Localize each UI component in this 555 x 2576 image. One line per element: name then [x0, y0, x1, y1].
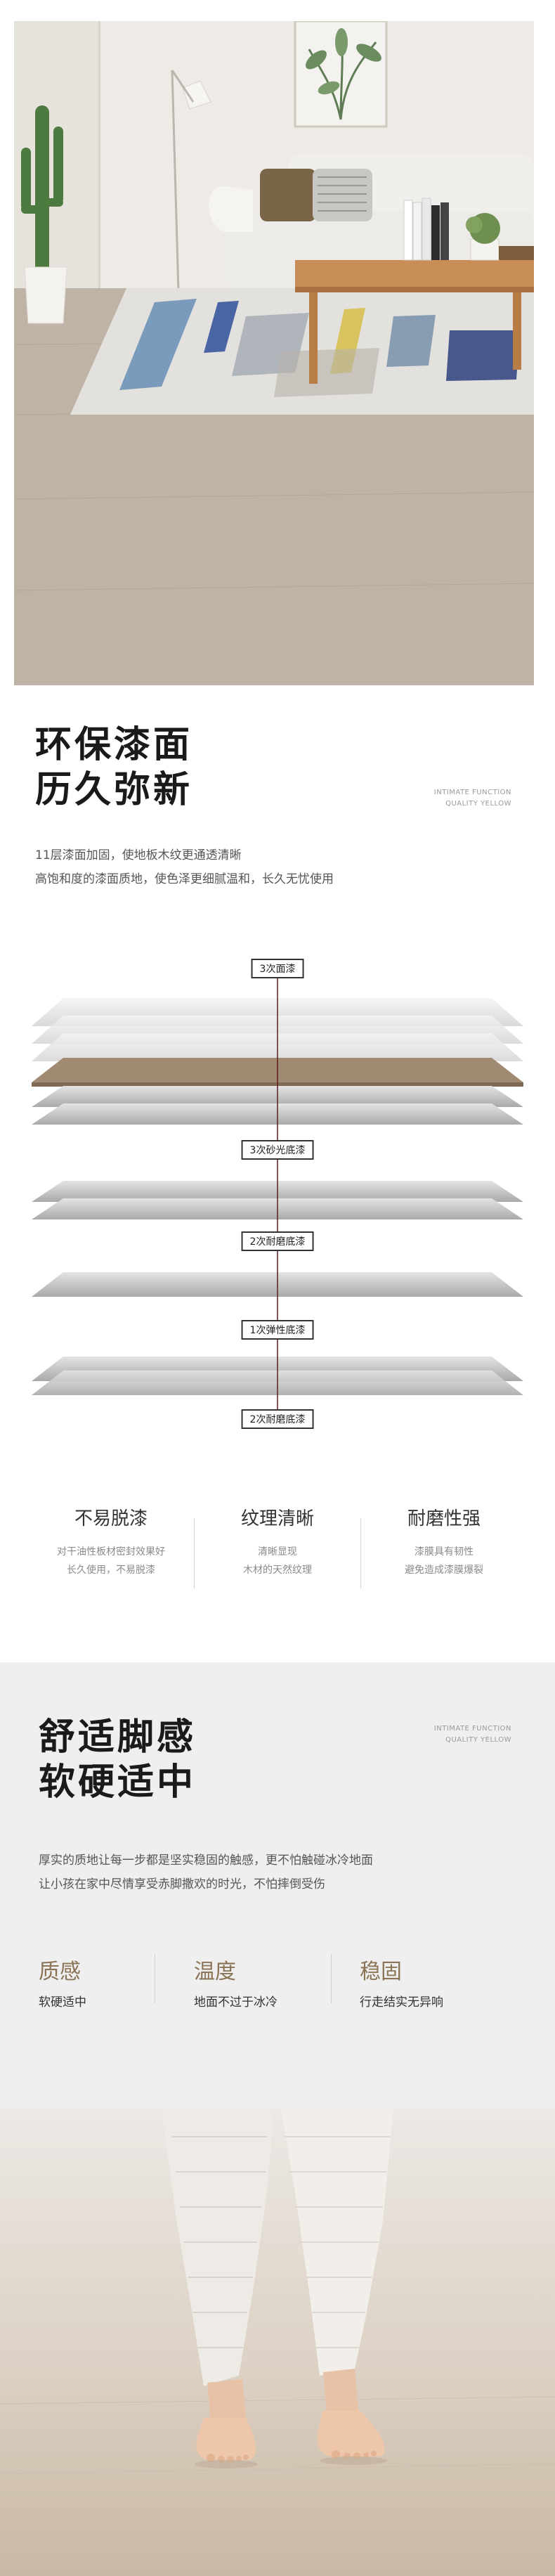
rug: [70, 288, 534, 415]
living-room-photo: [14, 21, 534, 685]
feature-title: 耐磨性强: [407, 1508, 481, 1529]
cactus-plant: [21, 105, 67, 324]
comfort-item: 稳固 行走结实无异响: [360, 1954, 479, 2009]
paint-eng-line2: QUALITY YELLOW: [445, 800, 511, 808]
layer-label-elastic-coat: 1次弹性底漆: [241, 1320, 314, 1340]
feature-item: 耐磨性强 漆膜具有韧性 避免造成漆膜爆裂: [361, 1504, 527, 1596]
feature-item: 不易脱漆 对干油性板材密封效果好 长久使用，不易脱漆: [28, 1504, 194, 1596]
comfort-desc-line2: 让小孩在家中尽情享受赤脚撒欢的时光，不怕摔倒受伤: [39, 1877, 325, 1891]
feature-line1: 漆膜具有韧性: [414, 1546, 474, 1558]
feature-line1: 对干油性板材密封效果好: [57, 1546, 165, 1558]
comfort-item-text: 地面不过于冰冷: [194, 1995, 278, 2009]
comfort-eng-tag: INTIMATE FUNCTION QUALITY YELLOW: [434, 1723, 511, 1746]
toddler-legs: [162, 2109, 393, 2468]
layer-label-bottom-wear-coat: 2次耐磨底漆: [241, 1409, 314, 1429]
feature-line1: 清晰显现: [258, 1546, 297, 1558]
comfort-eng-line1: INTIMATE FUNCTION: [433, 1725, 511, 1733]
comfort-item-title: 质感: [39, 1960, 81, 1984]
paint-eng-line1: INTIMATE FUNCTION: [433, 789, 511, 796]
comfort-item-text: 行走结实无异响: [360, 1995, 443, 2009]
feature-line2: 木材的天然纹理: [243, 1565, 312, 1576]
layer-label-wear-coat: 2次耐磨底漆: [241, 1231, 314, 1251]
paint-desc-line1: 11层漆面加固，使地板木纹更通透清晰: [35, 848, 242, 862]
comfort-item-title: 温度: [194, 1960, 236, 1984]
comfort-item-title: 稳固: [360, 1960, 402, 1984]
paint-desc-line2: 高饱和度的漆面质地，使色泽更细腻温和，长久无忧使用: [35, 872, 334, 886]
comfort-eng-line2: QUALITY YELLOW: [445, 1736, 511, 1744]
comfort-section: [0, 1662, 555, 2109]
potted-plant: [466, 213, 500, 261]
layer-label-sanding-coat: 3次砂光底漆: [241, 1140, 314, 1160]
comfort-desc-line1: 厚实的质地让每一步都是坚实稳固的触感，更不怕触碰冰冷地面: [39, 1853, 373, 1868]
feature-line2: 长久使用，不易脱漆: [67, 1565, 155, 1576]
feature-title: 不易脱漆: [74, 1508, 148, 1529]
paint-title-line2: 历久弥新: [35, 769, 193, 811]
comfort-description: 厚实的质地让每一步都是坚实稳固的触感，更不怕触碰冰冷地面 让小孩在家中尽情享受赤…: [39, 1849, 373, 1896]
framed-plant-painting: [294, 21, 388, 128]
comfort-items: 质感 软硬适中 温度 地面不过于冰冷 稳固 行走结实无异响: [39, 1954, 502, 2009]
comfort-item: 温度 地面不过于冰冷: [194, 1954, 331, 2009]
feature-title: 纹理清晰: [240, 1508, 314, 1529]
paint-eng-tag: INTIMATE FUNCTION QUALITY YELLOW: [434, 787, 511, 810]
comfort-item-text: 软硬适中: [39, 1995, 86, 2009]
paint-layer-diagram: 3次面漆 3次砂光底漆 2次耐磨底漆 1次弹性底漆 2次耐磨底漆: [0, 956, 555, 1434]
comfort-divider: [331, 1954, 332, 2003]
wood-floor: [0, 2109, 555, 2576]
layer-label-top-coat: 3次面漆: [251, 959, 304, 978]
feature-line2: 避免造成漆膜爆裂: [405, 1565, 483, 1576]
books: [403, 198, 449, 261]
toddler-photo: [0, 2109, 555, 2576]
comfort-title-line1: 舒适脚感: [39, 1716, 197, 1759]
comfort-item: 质感 软硬适中: [39, 1954, 155, 2009]
paint-description: 11层漆面加固，使地板木纹更通透清晰 高饱和度的漆面质地，使色泽更细腻温和，长久…: [35, 843, 334, 891]
feature-divider: [194, 1518, 195, 1588]
feature-divider: [360, 1518, 361, 1588]
paint-title-line1: 环保漆面: [35, 724, 193, 766]
feature-item: 纹理清晰 清晰显现 木材的天然纹理: [195, 1504, 360, 1596]
comfort-title-line2: 软硬适中: [39, 1761, 197, 1804]
coffee-table: [295, 260, 534, 384]
feature-row: 不易脱漆 对干油性板材密封效果好 长久使用，不易脱漆 纹理清晰 清晰显现 木材的…: [28, 1504, 527, 1596]
